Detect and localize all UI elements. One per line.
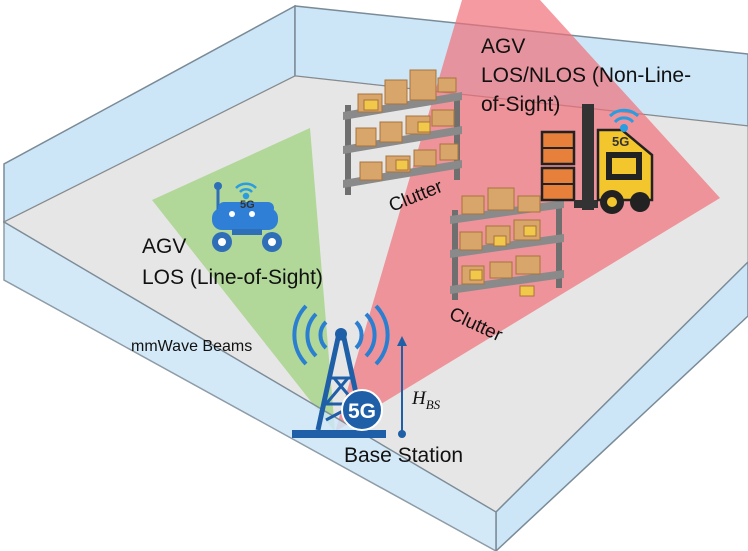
robot-5g-tag: 5G [240, 199, 255, 211]
agv-los-title: AGV [142, 235, 186, 258]
nlos-beam [335, 0, 720, 432]
forklift-wifi-icon [608, 108, 640, 132]
base-station-label: Base Station [344, 444, 463, 467]
svg-text:5G: 5G [348, 400, 376, 423]
forklift-agv-icon [540, 104, 654, 214]
agv-nlos-line1: LOS/NLOS (Non-Line- [481, 64, 691, 87]
agv-los-desc: LOS (Line-of-Sight) [142, 266, 323, 289]
shelf-clutter-2 [450, 187, 564, 300]
agv-nlos-line2: of-Sight) [481, 93, 560, 116]
los-beam [152, 128, 335, 432]
5g-badge-icon: 5G [341, 389, 383, 431]
side-wall-right [495, 260, 748, 551]
robot-agv-icon [212, 182, 282, 252]
agv-nlos-title: AGV [481, 35, 525, 58]
height-label: HBS [411, 388, 441, 412]
height-arrow [397, 336, 407, 438]
base-station-tower-icon [292, 328, 386, 438]
mmwave-signal-icon [292, 304, 390, 366]
forklift-5g-tag: 5G [612, 134, 629, 149]
mmwave-beams-label: mmWave Beams [131, 338, 252, 355]
shelf-clutter-1 [343, 69, 462, 195]
robot-wifi-icon [235, 182, 257, 200]
